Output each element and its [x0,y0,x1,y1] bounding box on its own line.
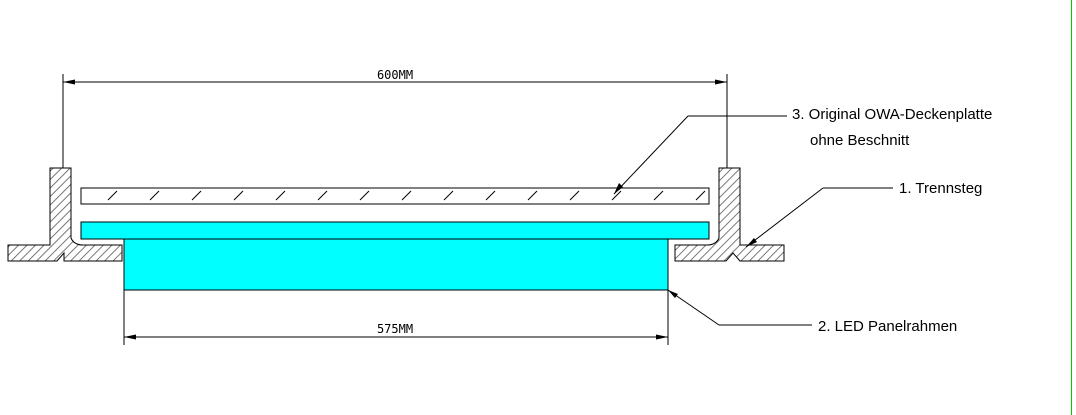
arrowhead-left [63,79,75,85]
plate-hatch-mark [107,190,118,201]
dimension-600: 600MM [62,68,728,168]
plate-hatch-mark [275,190,286,201]
plate-hatch-mark [317,190,328,201]
deckenplatte-rect [80,187,710,205]
leader-line [613,115,689,195]
plate-hatch-mark [191,190,202,201]
plate-hatch-mark [401,190,412,201]
dimension-label-575: 575MM [377,322,413,336]
plate-hatch-mark [611,190,622,201]
leader-line [745,187,824,248]
leader-arrowhead [746,238,757,247]
deckenplatte [80,187,710,205]
plate-hatch-mark [485,190,496,201]
plate-hatch-mark [653,190,664,201]
trennsteg-left-profile [7,167,123,262]
arrowhead-right [715,79,727,85]
label-deckenplatte-line2: ohne Beschnitt [810,132,910,149]
led-panel-strip [80,221,710,240]
label-deckenplatte-line1: 3. Original OWA-Deckenplatte [792,106,992,123]
trennsteg-right-profile [674,167,785,262]
arrowhead-left [124,334,136,340]
arrowhead-right [656,334,668,340]
plate-hatch-mark [149,190,160,201]
led-panel-body [123,238,669,291]
leader-panelrahmen: 2. LED Panelrahmen [667,289,957,335]
right-border [1071,0,1076,415]
leader-deckenplatte: 3. Original OWA-Deckenplatte ohne Beschn… [613,106,992,195]
deckenplatte-hatch [107,190,706,201]
label-trennsteg: 1. Trennsteg [899,180,982,197]
label-panelrahmen: 2. LED Panelrahmen [818,318,957,335]
leader-trennsteg: 1. Trennsteg [745,180,982,248]
leader-arrowhead [668,290,678,298]
plate-hatch-mark [527,190,538,201]
plate-hatch-mark [695,190,706,201]
dimension-575: 575MM [123,290,669,345]
plate-hatch-mark [443,190,454,201]
leader-arrowhead [614,183,623,194]
plate-hatch-mark [359,190,370,201]
dimension-label-600: 600MM [377,68,413,82]
plate-hatch-mark [233,190,244,201]
plate-hatch-mark [569,190,580,201]
